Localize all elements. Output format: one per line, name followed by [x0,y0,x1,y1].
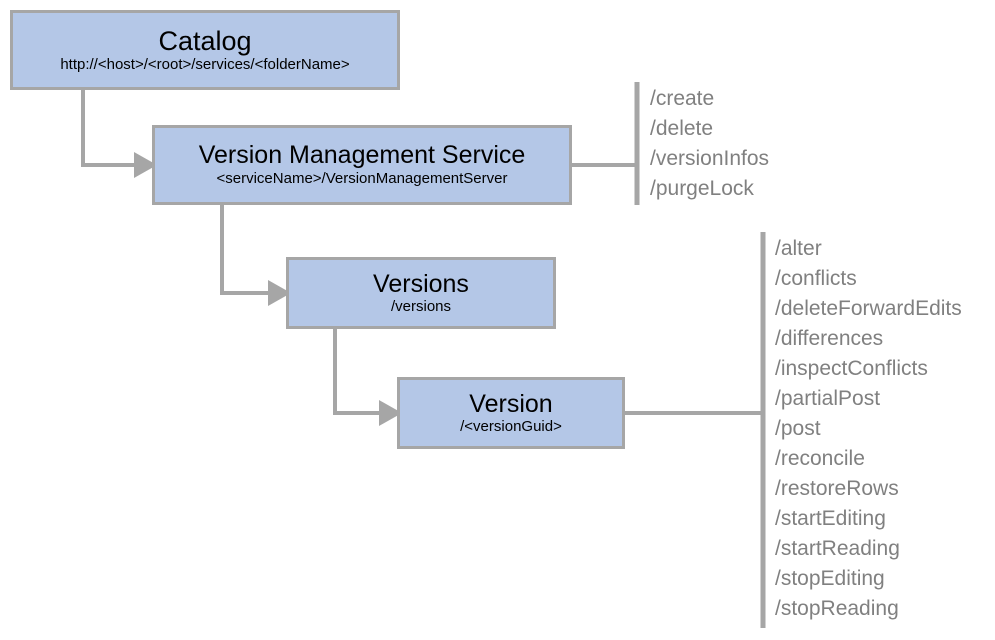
endpoint-item[interactable]: /stopReading [775,597,899,620]
node-version-title: Version [469,389,553,418]
endpoint-list-version: /alter/conflicts/deleteForwardEdits/diff… [775,234,962,624]
edge-catalog-to-vms [81,90,157,178]
node-versions-title: Versions [373,269,469,298]
endpoint-item[interactable]: /stopEditing [775,567,885,590]
edge-version-to-endpoints [625,232,766,628]
node-catalog-title: Catalog [158,25,252,56]
edge-vms-to-versions [220,205,291,306]
endpoint-item[interactable]: /versionInfos [650,147,770,170]
endpoint-item[interactable]: /restoreRows [775,477,899,500]
endpoint-list-version-management-service: /create/delete/versionInfos/purgeLock [650,84,769,204]
endpoint-item[interactable]: /partialPost [775,387,881,410]
endpoint-item[interactable]: /deleteForwardEdits [775,297,962,320]
endpoint-item[interactable]: /post [775,417,821,440]
edge-vms-to-endpoints [572,82,640,205]
node-version-management-service-subtitle: <serviceName>/VersionManagementServer [216,170,508,188]
endpoint-item[interactable]: /purgeLock [650,177,754,200]
endpoint-item[interactable]: /differences [775,327,884,350]
endpoint-item[interactable]: /alter [775,237,822,260]
endpoint-item[interactable]: /startReading [775,537,900,560]
node-version[interactable]: Version /<versionGuid> [397,377,625,449]
node-version-management-service-title: Version Management Service [198,141,526,170]
node-versions[interactable]: Versions /versions [286,257,556,329]
node-versions-subtitle: /versions [390,297,452,315]
endpoint-item[interactable]: /create [650,87,715,110]
node-version-subtitle: /<versionGuid> [460,417,562,435]
endpoint-item[interactable]: /reconcile [775,447,865,470]
edge-versions-to-version [333,329,402,426]
node-version-management-service[interactable]: Version Management Service <serviceName>… [152,125,572,205]
endpoint-item[interactable]: /delete [650,117,714,140]
node-catalog-subtitle: http://<host>/<root>/services/<folderNam… [60,55,350,73]
endpoint-item[interactable]: /inspectConflicts [775,357,928,380]
endpoint-item[interactable]: /startEditing [775,507,886,530]
node-catalog[interactable]: Catalog http://<host>/<root>/services/<f… [10,10,400,90]
endpoint-item[interactable]: /conflicts [775,267,857,290]
